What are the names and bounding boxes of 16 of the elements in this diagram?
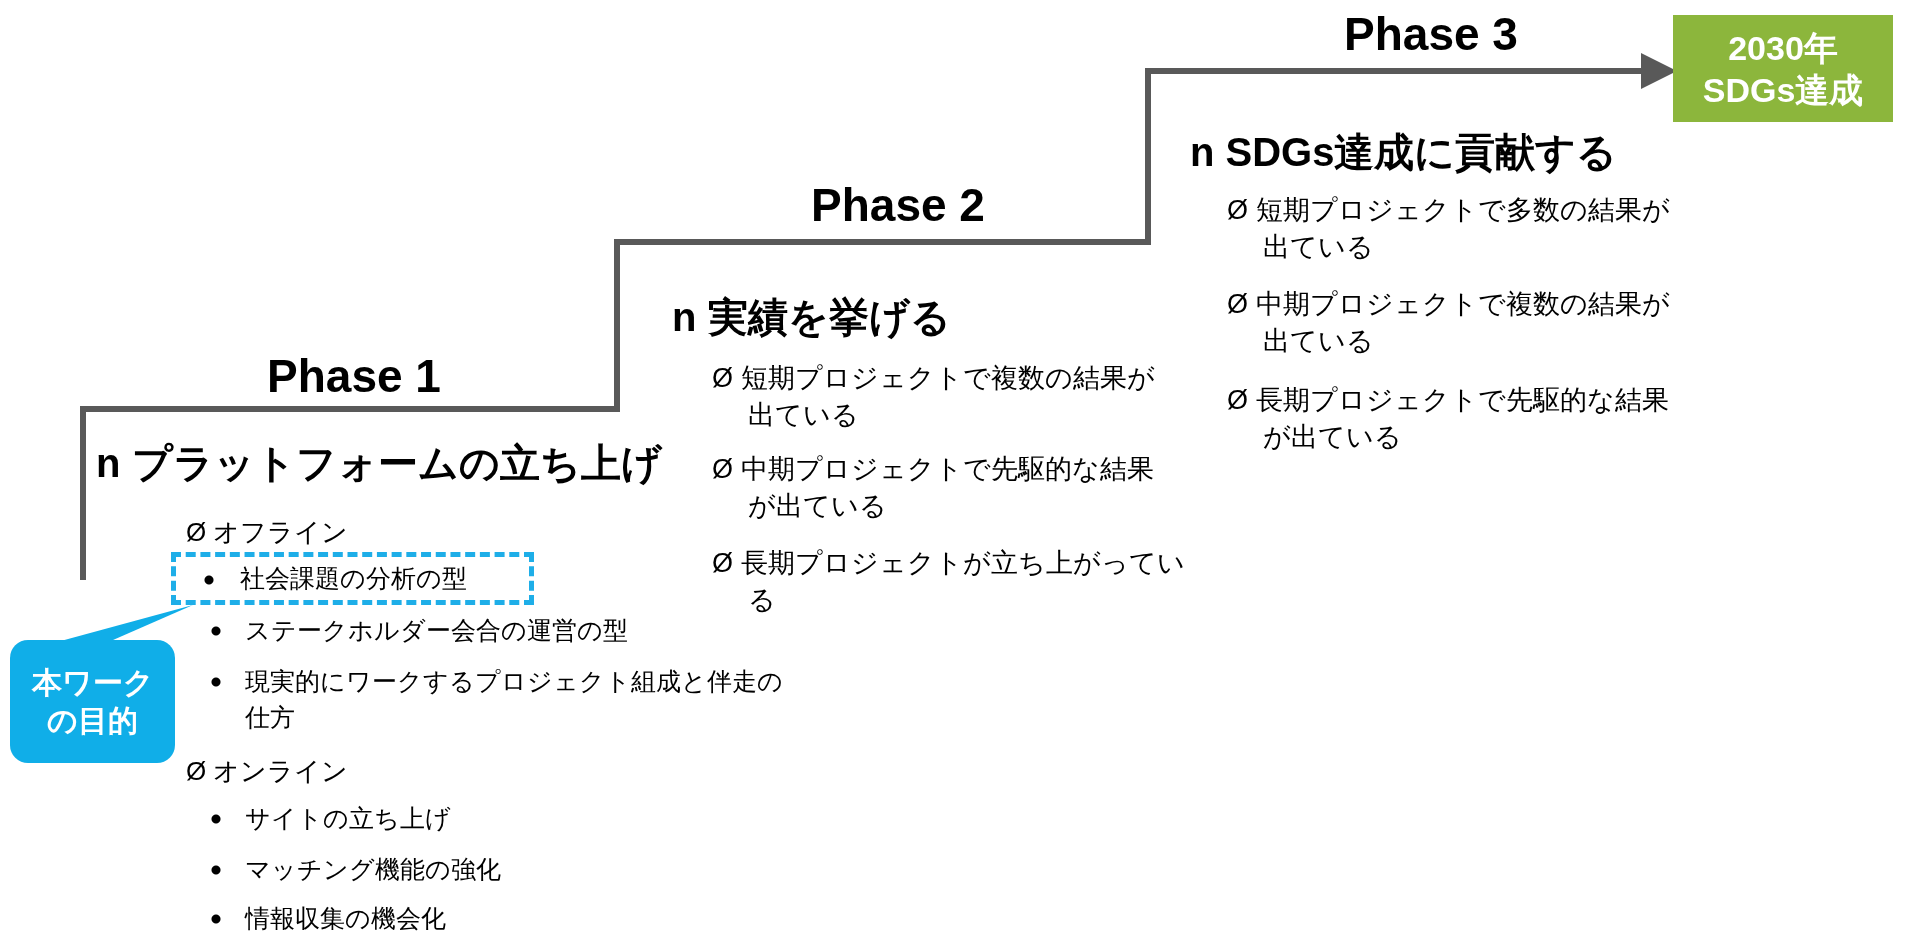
phase-label: Phase 1 — [267, 349, 441, 403]
list-item: Ø 長期プロジェクトが立ち上がっている — [712, 547, 1186, 617]
list-heading: Ø オンライン — [186, 755, 349, 788]
heading: n 実績を挙げる — [672, 294, 951, 341]
list-item: Ø 短期プロジェクトで複数の結果が出ている — [712, 362, 1156, 432]
list-item: Ø 短期プロジェクトで多数の結果が出ている — [1227, 194, 1671, 264]
highlight-box: 社会課題の分析の型 — [171, 552, 534, 605]
goal-box: 2030年 SDGs達成 — [1673, 15, 1893, 122]
phase-label: Phase 2 — [811, 178, 985, 232]
heading: n プラットフォームの立ち上げ — [96, 440, 662, 487]
heading: n SDGs達成に貢献する — [1190, 129, 1618, 176]
phase-label: Phase 3 — [1344, 7, 1518, 61]
list-heading: Ø オフライン — [186, 516, 349, 549]
list-item: Ø 中期プロジェクトで先駆的な結果が出ている — [712, 453, 1155, 523]
list-item: Ø 中期プロジェクトで複数の結果が出ている — [1227, 288, 1671, 358]
list-item: Ø 長期プロジェクトで先駆的な結果が出ている — [1227, 384, 1670, 454]
